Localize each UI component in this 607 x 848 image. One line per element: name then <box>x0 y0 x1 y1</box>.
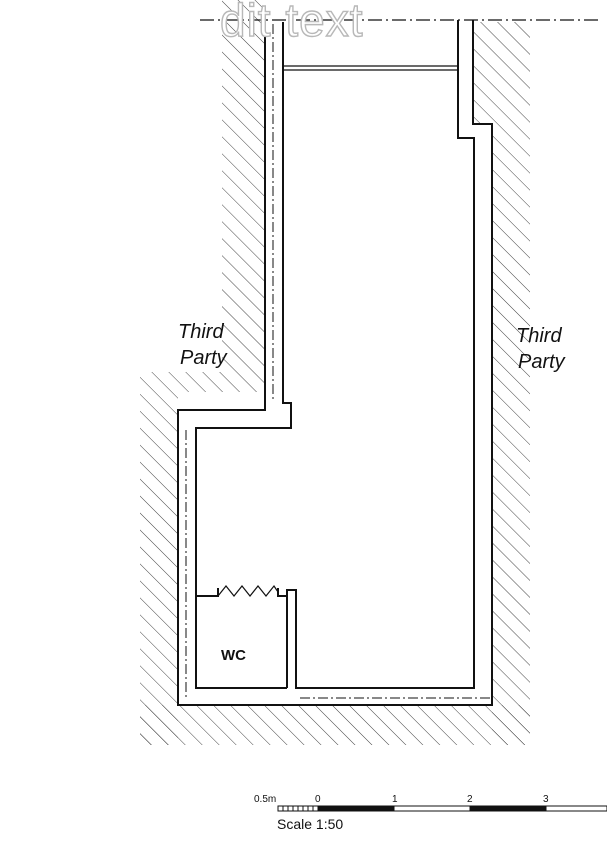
watermark-text: dit text <box>220 0 364 46</box>
third-party-label-right-line1: Third <box>516 325 562 347</box>
hatched-wall-right <box>473 22 530 745</box>
wc-label: WC <box>221 647 246 664</box>
scale-tick-half-meter: 0.5m <box>254 794 276 805</box>
scale-tick-3: 3 <box>543 794 549 805</box>
third-party-label-right-line2: Party <box>518 351 566 373</box>
inner-wall-outline <box>195 20 475 689</box>
hatched-wall-left <box>140 0 268 745</box>
wc-room <box>195 584 288 689</box>
scale-title: Scale 1:50 <box>277 816 343 832</box>
third-party-label-left-line1: Third <box>178 321 224 343</box>
scale-tick-2: 2 <box>467 794 473 805</box>
scale-bar <box>277 805 607 812</box>
scale-tick-0: 0 <box>315 794 321 805</box>
hatched-wall-bottom <box>140 705 530 745</box>
scale-tick-1: 1 <box>392 794 398 805</box>
dashed-lines <box>185 24 490 700</box>
outer-wall-outline <box>177 19 600 706</box>
third-party-label-left-line2: Party <box>180 347 228 369</box>
